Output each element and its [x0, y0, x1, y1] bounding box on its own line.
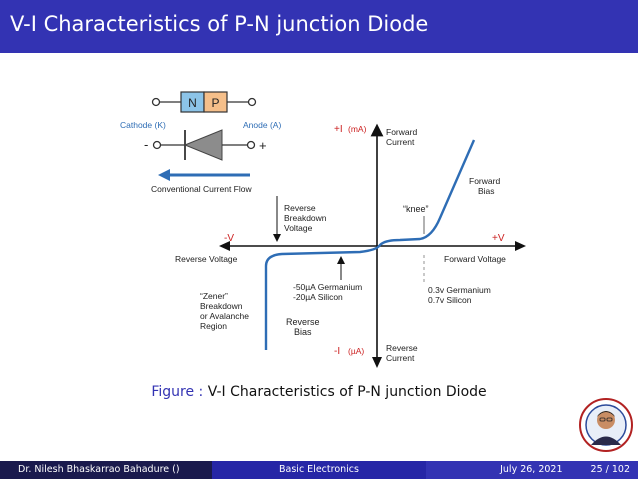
p-label: P — [211, 96, 219, 110]
zener-label-1: “Zener” — [200, 291, 228, 301]
minus-v-label: -V — [224, 233, 234, 244]
forward-bias-label-1: Forward — [469, 176, 500, 186]
footer-course: Basic Electronics — [212, 461, 426, 479]
figure-caption-label: Figure : — [151, 384, 204, 400]
footer-bar: Dr. Nilesh Bhaskarrao Bahadure () Basic … — [0, 461, 638, 479]
footer-right: July 26, 2021 25 / 102 — [426, 461, 638, 479]
threshold-germanium-label: 0.3v Germanium — [428, 285, 491, 295]
reverse-bias-label-1: Reverse — [286, 317, 320, 327]
zener-label-4: Region — [200, 321, 227, 331]
reverse-current-label-1: Reverse — [386, 343, 418, 353]
plus-v-label: +V — [492, 233, 505, 244]
anode-label: Anode (A) — [243, 120, 281, 130]
knee-label: “knee” — [403, 204, 429, 214]
forward-bias-label-2: Bias — [478, 186, 495, 196]
minus-i-unit: (µA) — [348, 346, 364, 356]
voltage-axis-left-arrow-icon — [219, 241, 230, 251]
reverse-voltage-label: Reverse Voltage — [175, 254, 238, 264]
footer-page-number: 25 / 102 — [590, 464, 630, 475]
annotations: Reverse Breakdown Voltage “knee” Forward… — [200, 176, 500, 337]
current-flow-arrow-icon — [158, 169, 170, 181]
breakdown-label-3: Voltage — [284, 223, 313, 233]
breakdown-label-2: Breakdown — [284, 213, 327, 223]
symbol-anode-terminal-icon — [246, 140, 256, 150]
cathode-label: Cathode (K) — [120, 120, 166, 130]
current-flow-label: Conventional Current Flow — [151, 184, 252, 194]
leakage-silicon-label: -20µA Silicon — [293, 292, 343, 302]
footer-author: Dr. Nilesh Bhaskarrao Bahadure () — [0, 461, 212, 479]
axes: +I (mA) -I (µA) +V -V Forward Current Re… — [175, 123, 526, 368]
author-logo — [579, 398, 633, 452]
n-label: N — [188, 96, 197, 110]
forward-voltage-label: Forward Voltage — [444, 254, 506, 264]
breakdown-label-1: Reverse — [284, 203, 316, 213]
figure-caption-text: V-I Characteristics of P-N junction Diod… — [207, 384, 487, 400]
breakdown-arrow-icon — [273, 234, 281, 242]
zener-label-2: Breakdown — [200, 301, 243, 311]
anode-terminal-icon — [247, 97, 257, 107]
threshold-silicon-label: 0.7v Silicon — [428, 295, 472, 305]
leakage-germanium-label: -50µA Germanium — [293, 282, 362, 292]
plus-sign: + — [259, 138, 267, 153]
footer-date: July 26, 2021 — [500, 464, 563, 475]
forward-current-label-1: Forward — [386, 127, 417, 137]
figure-caption: Figure : V-I Characteristics of P-N junc… — [0, 384, 638, 400]
cathode-terminal-icon — [151, 97, 161, 107]
symbol-cathode-terminal-icon — [152, 140, 162, 150]
vi-curve — [264, 139, 476, 350]
reverse-bias-label-2: Bias — [294, 327, 312, 337]
forward-current-label-2: Current — [386, 137, 415, 147]
minus-i-label: -I — [334, 346, 340, 357]
slide-title: V-I Characteristics of P-N junction Diod… — [0, 0, 638, 53]
current-axis-down-arrow-icon — [372, 357, 382, 368]
diode-symbol: N P Cathode (K) Anode (A) - + Convention… — [120, 91, 281, 194]
plus-i-label: +I — [334, 124, 343, 135]
diode-triangle-icon — [183, 129, 223, 161]
minus-sign: - — [144, 137, 148, 152]
leakage-arrow-icon — [337, 256, 345, 264]
reverse-current-label-2: Current — [386, 353, 415, 363]
zener-label-3: or Avalanche — [200, 311, 249, 321]
voltage-axis-right-arrow-icon — [515, 241, 526, 251]
plus-i-unit: (mA) — [348, 124, 367, 134]
